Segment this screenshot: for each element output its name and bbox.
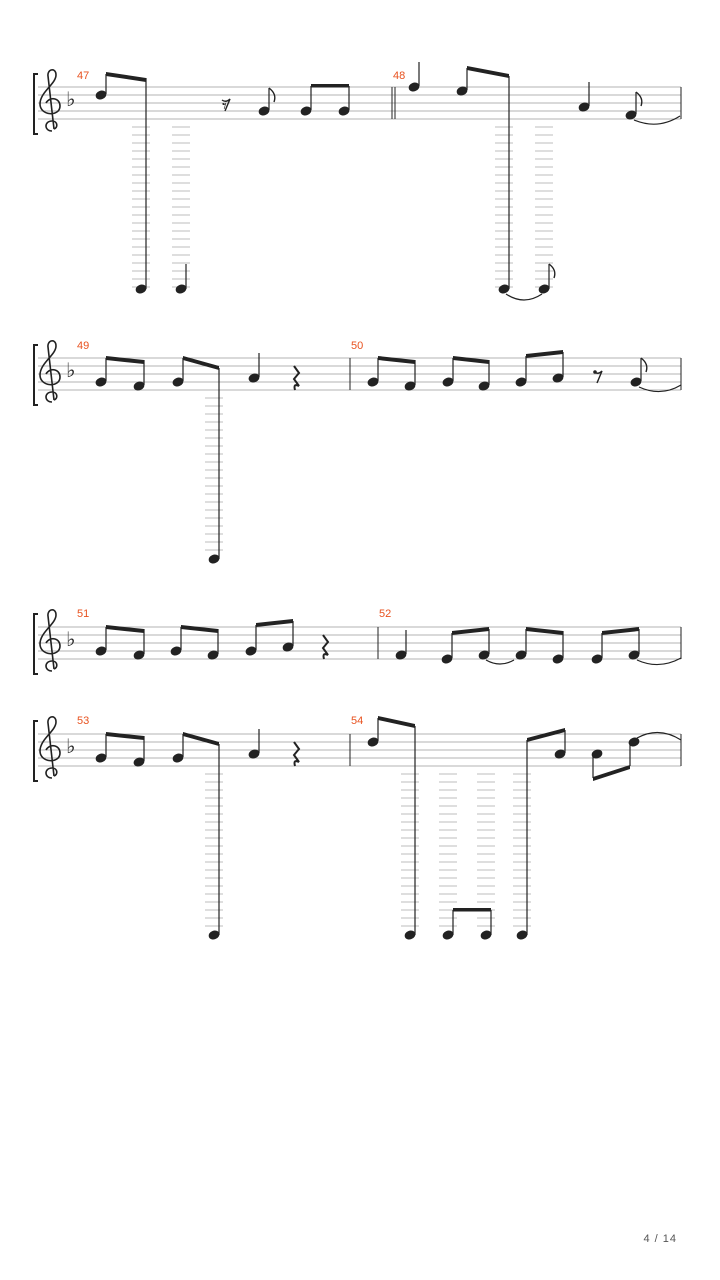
measure-number: 50 — [351, 340, 363, 352]
note-head — [591, 654, 603, 664]
note-head — [172, 753, 184, 763]
system-bracket — [33, 720, 38, 782]
system-2: ♭ 49 50 — [33, 340, 682, 564]
note-head — [208, 554, 220, 564]
staff-lines — [38, 357, 681, 391]
flat-key-signature-icon: ♭ — [66, 627, 75, 651]
measure-number: 49 — [77, 340, 89, 352]
measure-number: 47 — [77, 70, 89, 82]
note-head — [498, 284, 510, 294]
note-head — [630, 377, 642, 387]
note-head — [95, 377, 107, 387]
note-head — [538, 284, 550, 294]
system-bracket — [33, 73, 38, 135]
note-head — [628, 737, 640, 747]
barlines — [349, 358, 682, 390]
note-head — [175, 284, 187, 294]
note-head — [172, 377, 184, 387]
barlines — [377, 627, 682, 659]
note-head — [404, 930, 416, 940]
note-head — [367, 737, 379, 747]
note-head — [591, 749, 603, 759]
flat-key-signature-icon: ♭ — [66, 358, 75, 382]
note-head — [367, 377, 379, 387]
system-4: ♭ 53 54 — [33, 715, 682, 940]
staff-lines — [38, 626, 681, 660]
notes-measure-48 — [408, 62, 681, 301]
ledger-lines — [132, 126, 553, 927]
notes-measure-53 — [95, 729, 301, 940]
quarter-rest-icon — [292, 741, 301, 767]
flat-key-signature-icon: ♭ — [66, 734, 75, 758]
note-head — [258, 106, 270, 116]
eighth-rest-icon: 𝄾 — [222, 96, 227, 117]
measure-number: 52 — [379, 608, 391, 620]
note-head — [516, 930, 528, 940]
measure-number: 53 — [77, 715, 89, 727]
treble-clef-icon — [39, 340, 61, 403]
note-head — [245, 646, 257, 656]
treble-clef-icon — [39, 69, 61, 132]
notes-measure-50 — [367, 350, 682, 393]
quarter-rest-icon — [321, 634, 330, 660]
staff-lines — [38, 86, 681, 120]
system-3: ♭ 51 52 — [33, 608, 682, 675]
notes-measure-52 — [395, 627, 682, 666]
note-head — [338, 106, 350, 116]
page-number: 4 / 14 — [643, 1233, 677, 1245]
note-head — [170, 646, 182, 656]
measure-number: 51 — [77, 608, 89, 620]
measure-number: 54 — [351, 715, 363, 727]
note-head — [442, 377, 454, 387]
note-head — [515, 377, 527, 387]
note-head — [300, 106, 312, 116]
system-1: ♭ 47 48 𝄾 — [33, 62, 682, 301]
notes-measure-49 — [95, 353, 301, 564]
system-bracket — [33, 344, 38, 406]
staff-lines — [38, 733, 681, 767]
treble-clef-icon — [39, 609, 61, 672]
note-head — [408, 82, 420, 92]
measure-number: 48 — [393, 70, 405, 82]
note-head — [95, 753, 107, 763]
system-bracket — [33, 613, 38, 675]
note-head — [552, 654, 564, 664]
note-head — [135, 284, 147, 294]
notes-measure-54 — [367, 716, 682, 940]
note-head — [442, 930, 454, 940]
note-head — [95, 90, 107, 100]
note-head — [441, 654, 453, 664]
note-head — [208, 930, 220, 940]
note-head — [480, 930, 492, 940]
quarter-rest-icon — [292, 365, 301, 391]
notes-measure-51 — [95, 619, 330, 660]
treble-clef-icon — [39, 716, 61, 779]
barlines — [391, 87, 682, 119]
note-head — [95, 646, 107, 656]
notes-measure-47: 𝄾 — [95, 72, 350, 294]
flat-key-signature-icon: ♭ — [66, 87, 75, 111]
